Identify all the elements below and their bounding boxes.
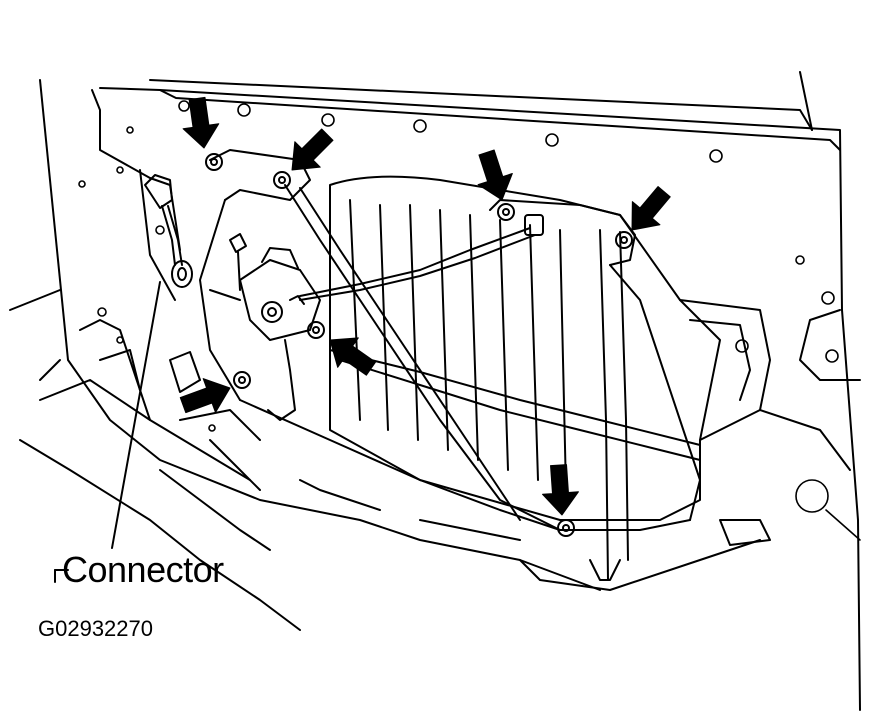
figure-id: G02932270 [38,616,153,641]
regulator-frame [199,149,701,581]
lower-body-structure [39,319,521,551]
bolt [233,371,251,389]
regulator-cables [284,184,701,531]
arrow-icon [631,186,671,231]
panel-holes [78,100,861,541]
bolt [273,171,291,189]
pointer-arrows [179,96,671,516]
bolt [497,203,515,221]
arrow-icon [179,378,231,414]
arrow-icon [291,128,334,171]
wire-harness-connector [54,174,193,583]
bolt [205,153,223,171]
bolt [307,321,325,339]
arrow-icon [329,337,377,376]
regulator-motor [209,214,544,421]
bolt [615,231,633,249]
bolts [205,153,633,537]
bolt [557,519,575,537]
door-panel-outline [9,71,861,711]
arrow-icon [182,96,220,149]
arrow-icon [542,464,579,516]
connector-label: Connector [62,549,224,590]
arrow-icon [477,149,513,201]
